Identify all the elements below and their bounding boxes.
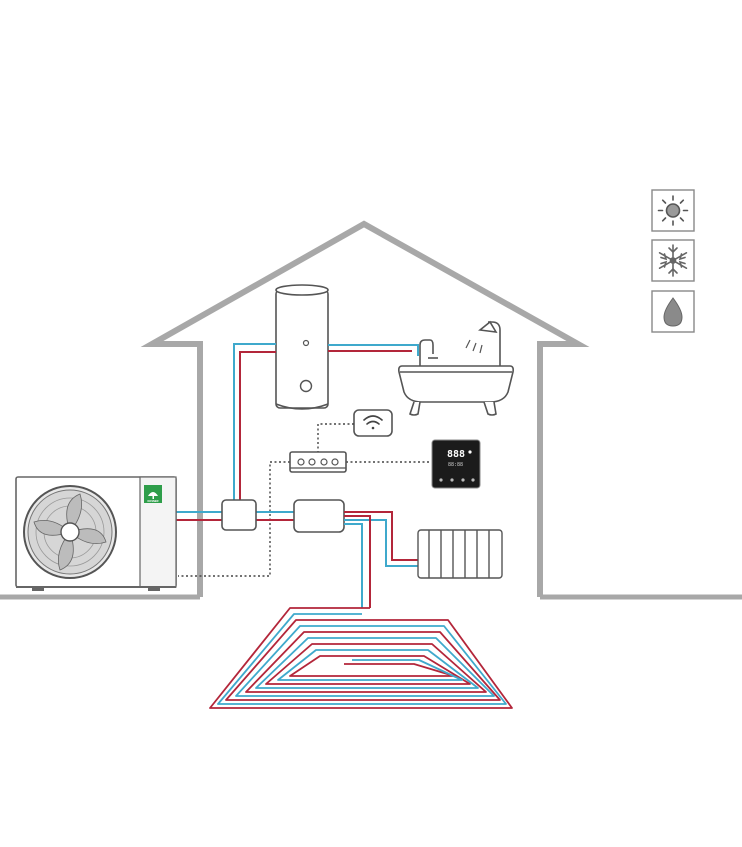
hot-water-cylinder <box>275 284 329 410</box>
bathtub <box>398 320 514 416</box>
wifi-module[interactable] <box>353 409 393 437</box>
thermostat[interactable]: 888 88:88 <box>431 439 481 489</box>
thermostat-main-readout: 888 <box>447 449 465 460</box>
module-to-floor-pipes <box>344 515 371 608</box>
sun-icon <box>657 195 689 226</box>
heating-mode-button[interactable] <box>651 189 695 232</box>
wifi-icon <box>363 415 383 430</box>
brand-logo: KOSNER <box>144 485 162 503</box>
brand-logo-text: KOSNER <box>147 499 158 503</box>
outdoor-unit-pipes <box>176 511 294 521</box>
underfloor-heating-loop <box>209 607 513 709</box>
mode-icon-panel <box>651 189 695 333</box>
diverter-valve <box>221 499 257 531</box>
controller-box <box>289 451 347 473</box>
hot-water-mode-button[interactable] <box>651 290 695 333</box>
house-outline <box>140 220 590 597</box>
module-to-radiator-pipes <box>344 511 418 567</box>
thermostat-indicator-icon <box>468 450 472 454</box>
radiator <box>417 529 503 579</box>
hydronic-module <box>293 499 345 533</box>
cylinder-to-bath-pipes <box>328 344 419 356</box>
thermostat-buttons <box>439 478 475 482</box>
manifold-to-cylinder-pipes <box>233 343 276 500</box>
water-drop-icon <box>663 297 683 327</box>
thermostat-sub-readout: 88:88 <box>448 462 463 468</box>
cooling-mode-button[interactable] <box>651 239 695 282</box>
outdoor-heat-pump-unit: KOSNER <box>15 476 177 591</box>
snowflake-icon <box>658 244 688 277</box>
fan-icon <box>23 485 117 579</box>
